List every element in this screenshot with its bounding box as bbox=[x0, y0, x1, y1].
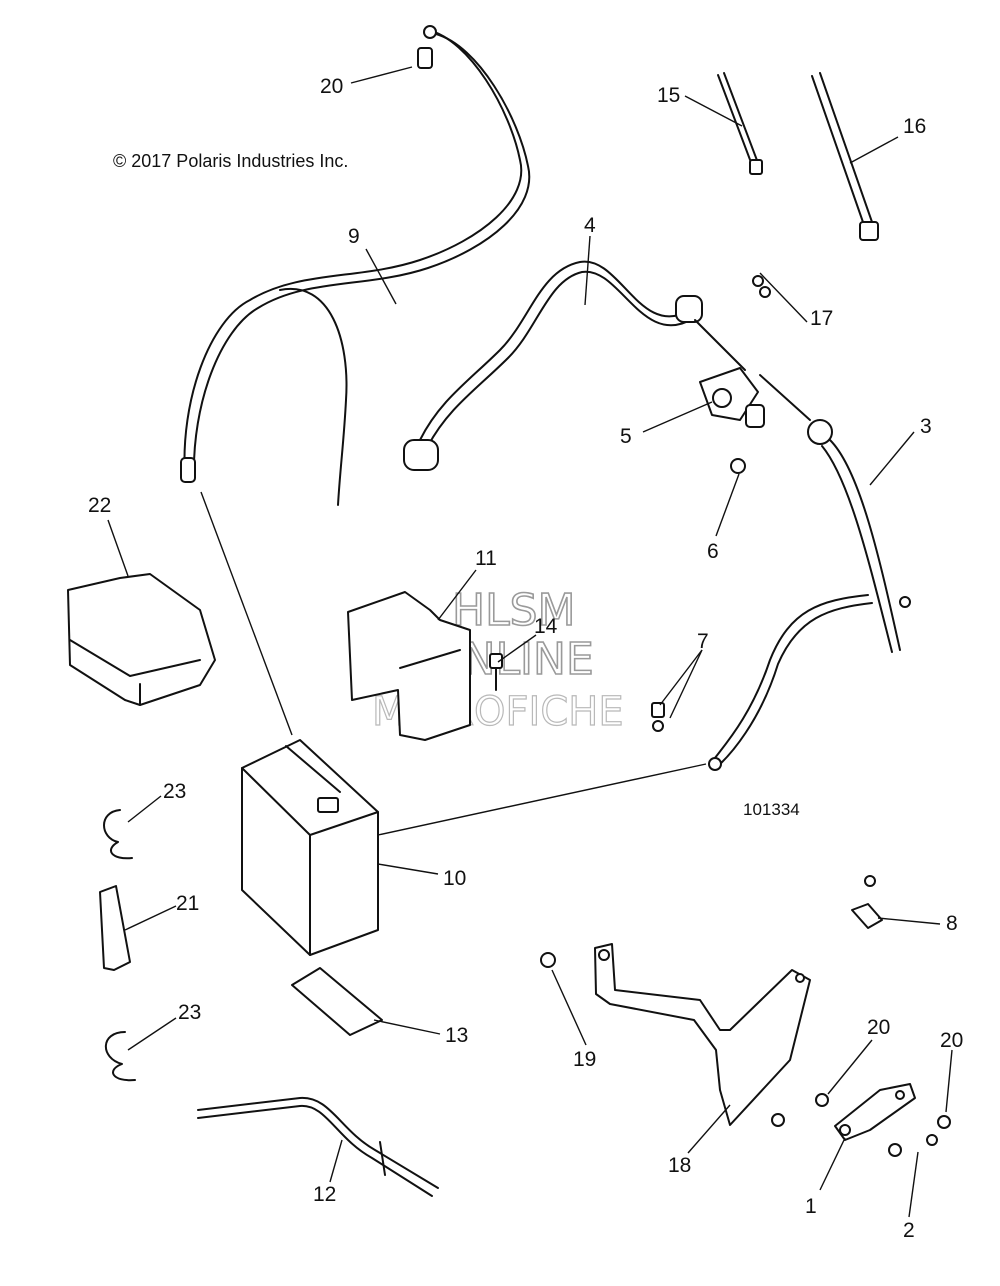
callout-20b: 20 bbox=[867, 1016, 890, 1039]
callout-20c: 20 bbox=[940, 1029, 963, 1052]
part-7-bolt-nut bbox=[651, 702, 665, 732]
callout-6: 6 bbox=[707, 540, 719, 563]
part-20-bolts bbox=[771, 1093, 951, 1157]
callout-21: 21 bbox=[176, 892, 199, 915]
part-11-bracket bbox=[347, 591, 471, 741]
callout-20a: 20 bbox=[320, 75, 343, 98]
part-23-clip-a bbox=[103, 809, 133, 860]
callout-7: 7 bbox=[697, 630, 709, 653]
part-3-cable bbox=[708, 419, 911, 771]
callout-10: 10 bbox=[443, 867, 466, 890]
callout-1: 1 bbox=[805, 1195, 817, 1218]
callout-9: 9 bbox=[348, 225, 360, 248]
callout-2: 2 bbox=[903, 1219, 915, 1242]
part-9-cable bbox=[180, 25, 531, 506]
callout-23b: 23 bbox=[178, 1001, 201, 1024]
callout-5: 5 bbox=[620, 425, 632, 448]
callout-17: 17 bbox=[810, 307, 833, 330]
reference-number: 101334 bbox=[743, 800, 800, 819]
callout-11: 11 bbox=[475, 547, 497, 570]
leader-lines bbox=[107, 66, 953, 1218]
part-6-bolt bbox=[730, 458, 746, 474]
callout-19: 19 bbox=[573, 1048, 596, 1071]
copyright-text: © 2017 Polaris Industries Inc. bbox=[113, 151, 348, 171]
callout-22: 22 bbox=[88, 494, 111, 517]
part-16-zip-tie bbox=[811, 72, 879, 241]
callout-15: 15 bbox=[657, 84, 680, 107]
part-13-label bbox=[291, 967, 383, 1036]
part-23-clip-b bbox=[104, 1031, 136, 1082]
callout-4: 4 bbox=[584, 214, 596, 237]
part-4-cable bbox=[403, 260, 703, 471]
part-15-zip-tie bbox=[717, 72, 763, 175]
callout-23a: 23 bbox=[163, 780, 186, 803]
callout-3: 3 bbox=[920, 415, 932, 438]
callout-16: 16 bbox=[903, 115, 926, 138]
callout-18: 18 bbox=[668, 1154, 691, 1177]
part-14-bolt bbox=[489, 653, 503, 691]
part-19-bolt bbox=[540, 952, 556, 968]
watermark-line1: HLSM bbox=[452, 585, 576, 636]
callout-13: 13 bbox=[445, 1024, 468, 1047]
callout-14: 14 bbox=[534, 615, 558, 638]
callouts: 1 2 3 4 5 6 7 8 9 10 11 12 13 14 15 16 1… bbox=[88, 75, 963, 1242]
part-22-cover bbox=[67, 573, 216, 706]
part-21-strap bbox=[99, 885, 131, 971]
part-1-terminal-block bbox=[834, 1083, 916, 1141]
callout-12: 12 bbox=[313, 1183, 336, 1206]
part-5-solenoid bbox=[694, 275, 811, 428]
part-8-clip bbox=[851, 875, 883, 929]
part-18-bracket bbox=[594, 943, 811, 1126]
callout-8: 8 bbox=[946, 912, 958, 935]
part-12-rod bbox=[197, 1096, 439, 1197]
part-10-battery bbox=[241, 739, 379, 956]
